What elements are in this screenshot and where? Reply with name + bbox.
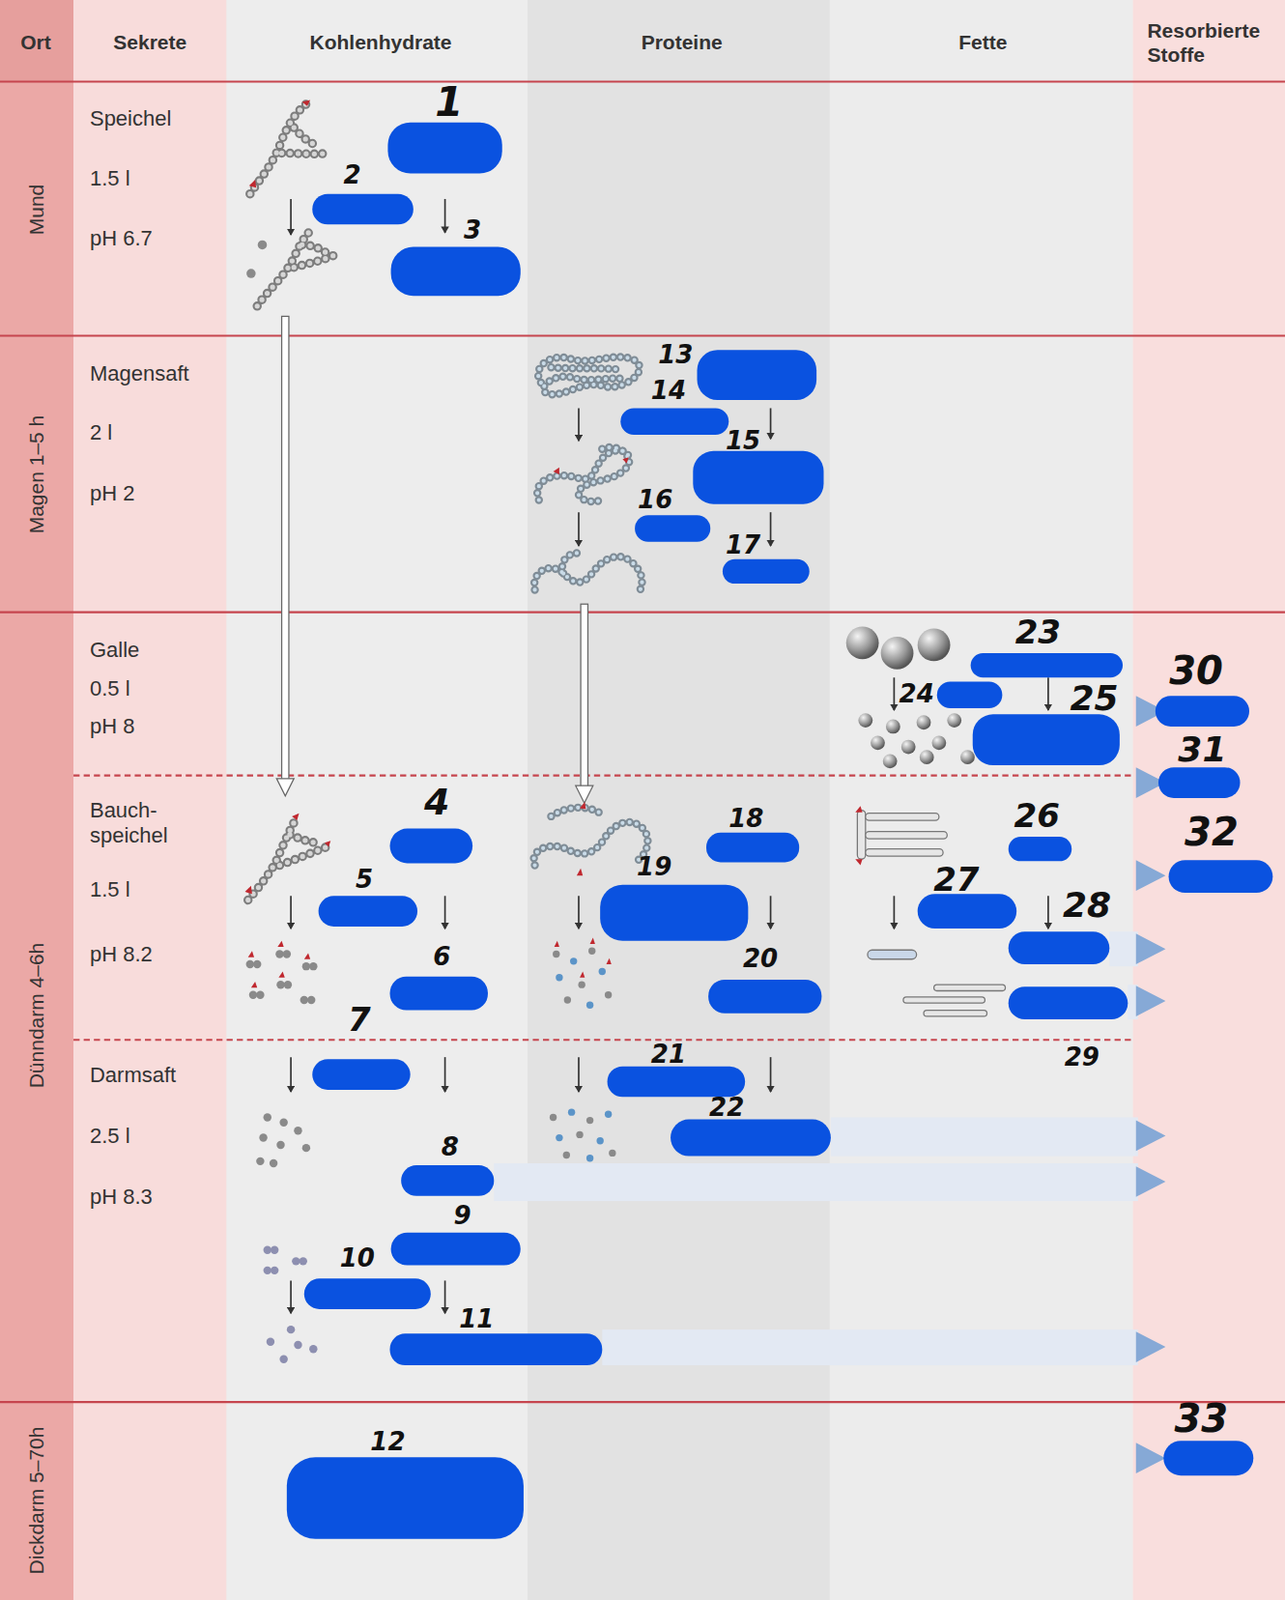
column-header: Fette — [958, 30, 1007, 55]
secretion-text: 2.5 l — [89, 1123, 131, 1148]
callout-number: 25 — [1069, 678, 1118, 718]
secretion-text: Bauch- speichel — [89, 798, 187, 848]
secretion-text: Galle — [89, 637, 140, 662]
callout-number: 21 — [651, 1040, 686, 1070]
callout-number: 15 — [725, 427, 761, 457]
callout-number: 29 — [1064, 1044, 1100, 1074]
callout-number: 14 — [651, 376, 686, 406]
callout-number: 30 — [1169, 648, 1224, 693]
callout-number: 17 — [725, 531, 761, 561]
callout-number: 18 — [728, 804, 764, 834]
callout-number: 11 — [458, 1305, 494, 1335]
secretion-text: 1.5 l — [89, 166, 131, 191]
callout-number: 27 — [933, 860, 979, 899]
callout-number: 10 — [340, 1244, 375, 1274]
secretion-text: Speichel — [89, 106, 172, 131]
callout-number: 9 — [453, 1201, 471, 1231]
secretion-text: pH 8.2 — [89, 942, 153, 967]
column-header: Resorbierte Stoffe — [1146, 19, 1275, 66]
secretion-text: pH 8.3 — [89, 1184, 153, 1209]
secretion-text: 2 l — [89, 420, 113, 445]
column-header: Sekrete — [113, 30, 187, 55]
secretion-text: 0.5 l — [89, 676, 131, 701]
callout-number: 23 — [1015, 613, 1061, 652]
callout-number: 7 — [347, 1001, 372, 1040]
callout-number: 12 — [370, 1427, 405, 1457]
callout-number: 31 — [1177, 730, 1227, 771]
callout-number: 22 — [709, 1093, 744, 1123]
callout-number: 28 — [1062, 885, 1112, 925]
secretion-text: pH 6.7 — [89, 227, 153, 252]
row-label: Dünndarm 4–6h — [25, 942, 49, 1089]
row-label: Magen 1–5 h — [25, 415, 49, 535]
callout-number: 4 — [424, 782, 450, 826]
callout-number: 20 — [742, 944, 778, 974]
callout-number: 19 — [636, 853, 672, 883]
callout-number: 1 — [434, 78, 463, 125]
secretion-text: 1.5 l — [89, 878, 131, 903]
callout-number: 32 — [1184, 809, 1239, 855]
callout-number: 24 — [899, 680, 935, 710]
secretion-text: Darmsaft — [89, 1063, 176, 1088]
row-label: Dickdarm 5–70h — [25, 1426, 49, 1574]
callout-number: 6 — [432, 942, 451, 972]
callout-number: 2 — [342, 161, 361, 191]
column-header: Proteine — [641, 30, 723, 55]
secretion-text: pH 2 — [89, 482, 135, 507]
secretion-text: Magensaft — [89, 361, 190, 386]
column-header: Ort — [20, 30, 52, 55]
column-header: Kohlenhydrate — [310, 30, 453, 55]
callout-number: 33 — [1174, 1396, 1229, 1441]
row-label: Mund — [25, 183, 49, 235]
secretion-text: pH 8 — [89, 713, 135, 739]
callout-number: 16 — [637, 485, 673, 515]
callout-number: 13 — [657, 341, 693, 371]
callout-number: 3 — [463, 216, 482, 246]
callout-number: 5 — [355, 865, 373, 895]
callout-number: 8 — [441, 1133, 459, 1163]
callout-number: 26 — [1014, 798, 1060, 836]
